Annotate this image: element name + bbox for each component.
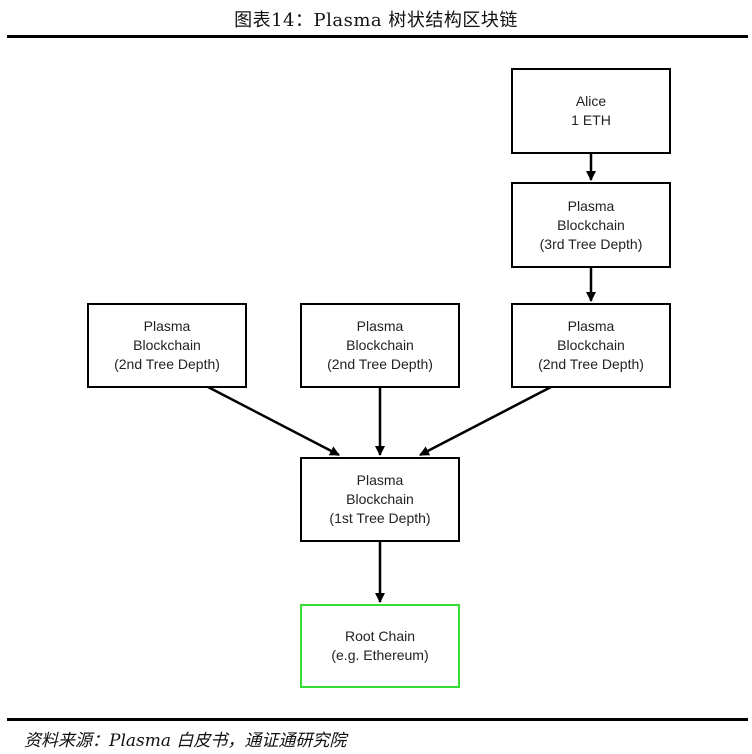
edge-depth2-right-to-depth1 — [419, 385, 552, 457]
source-note: 资料来源：Plasma 白皮书，通证通研究院 — [24, 731, 347, 751]
alice-balance: 1 ETH — [571, 112, 611, 128]
edge-depth2-left-to-depth1 — [207, 385, 340, 457]
alice-name: Alice — [575, 93, 607, 109]
node-depth3-line1: Plasma — [567, 197, 615, 214]
node-depth2-middle-line2: Blockchain — [346, 337, 414, 353]
node-plasma-depth3: Plasma Blockchain (3rd Tree Depth) — [511, 182, 671, 268]
root-chain-example: (e.g. Ethereum) — [331, 647, 429, 663]
node-depth2-left-line2: Blockchain — [133, 337, 201, 353]
node-depth2-middle-line1: Plasma — [356, 318, 404, 334]
node-depth2-right-line2: Blockchain — [557, 337, 625, 353]
node-depth2-left-line1: Plasma — [143, 318, 191, 334]
node-plasma-depth1: Plasma Blockchain (1st Tree Depth) — [300, 457, 460, 542]
node-depth1-line1: Plasma — [356, 472, 404, 488]
top-rule — [7, 35, 748, 38]
node-plasma-depth2-middle: Plasma Blockchain (2nd Tree Depth) — [300, 303, 460, 388]
node-alice: Alice 1 ETH — [511, 68, 671, 154]
node-depth2-right-line3: (2nd Tree Depth) — [538, 356, 644, 372]
root-chain-label: Root Chain — [344, 628, 416, 644]
bottom-rule — [7, 718, 748, 721]
node-depth1-line2: Blockchain — [346, 491, 414, 507]
node-root-chain: Root Chain (e.g. Ethereum) — [300, 604, 460, 688]
node-depth3-line3: (3rd Tree Depth) — [539, 235, 643, 252]
node-depth2-right-line1: Plasma — [567, 318, 615, 334]
node-plasma-depth2-right: Plasma Blockchain (2nd Tree Depth) — [511, 303, 671, 388]
node-depth2-middle-line3: (2nd Tree Depth) — [327, 356, 433, 372]
node-depth3-line2: Blockchain — [557, 216, 625, 233]
node-depth1-line3: (1st Tree Depth) — [329, 510, 431, 526]
node-plasma-depth2-left: Plasma Blockchain (2nd Tree Depth) — [87, 303, 247, 388]
figure-title: 图表14：Plasma 树状结构区块链 — [234, 10, 518, 31]
node-depth2-left-line3: (2nd Tree Depth) — [114, 356, 220, 372]
